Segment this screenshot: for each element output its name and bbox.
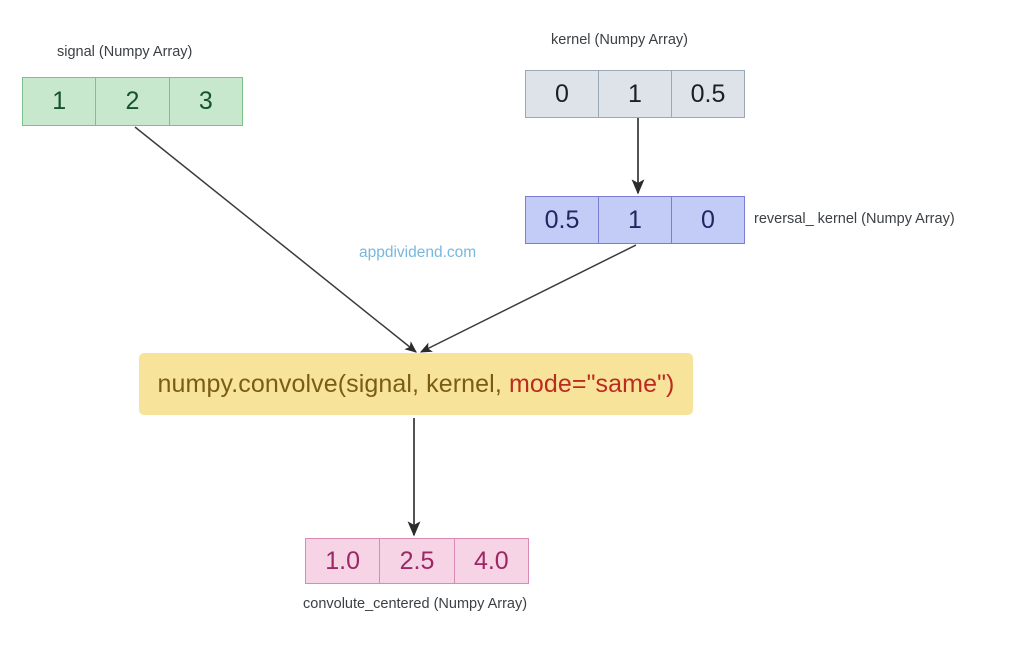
kernel-cell-0: 0 bbox=[526, 71, 599, 117]
kernel-array: 0 1 0.5 bbox=[525, 70, 745, 118]
reversal-kernel-cell-1: 1 bbox=[599, 197, 672, 243]
reversal-kernel-cell-0: 0.5 bbox=[526, 197, 599, 243]
output-array: 1.0 2.5 4.0 bbox=[305, 538, 529, 584]
signal-array: 1 2 3 bbox=[22, 77, 243, 126]
kernel-label: kernel (Numpy Array) bbox=[551, 32, 688, 48]
watermark: appdividend.com bbox=[359, 244, 477, 261]
kernel-cell-1: 1 bbox=[599, 71, 672, 117]
function-call-prefix: numpy.convolve(signal, kernel, bbox=[157, 369, 509, 398]
convolve-function-box: numpy.convolve(signal, kernel, mode="sam… bbox=[139, 353, 693, 415]
signal-cell-1: 2 bbox=[96, 78, 170, 125]
output-label: convolute_centered (Numpy Array) bbox=[303, 596, 528, 612]
function-mode-argument: mode="same") bbox=[508, 369, 675, 398]
convolve-function-text: numpy.convolve(signal, kernel, mode="sam… bbox=[158, 370, 675, 399]
signal-cell-2: 3 bbox=[169, 78, 242, 125]
kernel-cell-2: 0.5 bbox=[672, 71, 744, 117]
output-cell-2: 4.0 bbox=[454, 539, 528, 583]
reversal-kernel-label: reversal_ kernel (Numpy Array) bbox=[754, 211, 955, 227]
arrow-signal-to-function bbox=[134, 126, 417, 353]
signal-label: signal (Numpy Array) bbox=[57, 44, 193, 60]
output-cell-1: 2.5 bbox=[380, 539, 455, 583]
signal-cell-0: 1 bbox=[23, 78, 97, 125]
reversal-kernel-cell-2: 0 bbox=[672, 197, 744, 243]
reversal-kernel-array: 0.5 1 0 bbox=[525, 196, 745, 244]
output-cell-0: 1.0 bbox=[306, 539, 381, 583]
